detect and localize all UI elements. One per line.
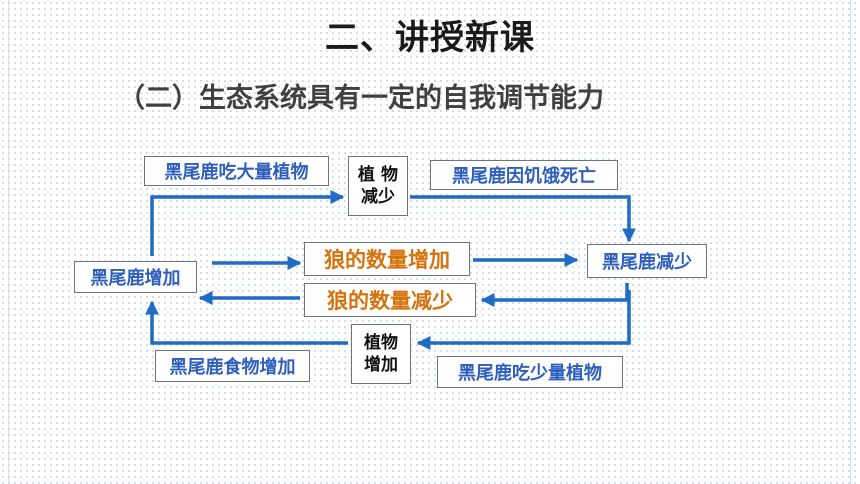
node-label: 狼的数量增加	[324, 248, 450, 272]
node-plant-increase: 植物 增加	[351, 324, 411, 384]
node-plant-decrease: 植 物 减少	[348, 156, 408, 216]
node-label-line2: 增加	[364, 355, 398, 375]
node-wolf-increase: 狼的数量增加	[304, 242, 470, 276]
node-label: 黑尾鹿减少	[602, 252, 692, 273]
node-wolf-decrease: 狼的数量减少	[304, 283, 476, 317]
node-deer-eat-many-plants: 黑尾鹿吃大量植物	[144, 156, 329, 186]
node-deer-decrease: 黑尾鹿减少	[587, 244, 707, 278]
arrow-deer-decrease-to-plant-increase	[416, 290, 631, 350]
arrow-deer-decrease-to-wolf-decrease	[480, 283, 629, 307]
node-label: 黑尾鹿食物增加	[169, 357, 296, 378]
node-label: 黑尾鹿增加	[90, 268, 181, 289]
node-label: 黑尾鹿因饥饿死亡	[452, 166, 596, 187]
slide-title: 二、讲授新课	[325, 18, 535, 58]
node-deer-food-increase: 黑尾鹿食物增加	[155, 350, 310, 382]
arrow-plant-increase-to-deer-increase	[145, 300, 348, 345]
node-label-line2: 减少	[361, 187, 395, 207]
right-border-line	[850, 0, 851, 484]
node-label-line1: 植物	[364, 333, 398, 353]
node-label: 狼的数量减少	[327, 289, 453, 313]
node-deer-increase: 黑尾鹿增加	[74, 261, 197, 293]
slide-subtitle: （二）生态系统具有一定的自我调节能力	[118, 83, 604, 114]
arrow-deer-increase-to-plant-decrease	[150, 190, 345, 256]
node-deer-eat-less: 黑尾鹿吃少量植物	[437, 356, 623, 388]
arrow-plant-decrease-to-deer-decrease	[410, 195, 636, 243]
left-border-line	[8, 0, 9, 484]
node-label: 黑尾鹿吃少量植物	[458, 363, 602, 384]
node-label: 黑尾鹿吃大量植物	[164, 162, 309, 183]
node-label-line1: 植 物	[358, 165, 398, 185]
node-deer-starve: 黑尾鹿因饥饿死亡	[430, 160, 618, 190]
